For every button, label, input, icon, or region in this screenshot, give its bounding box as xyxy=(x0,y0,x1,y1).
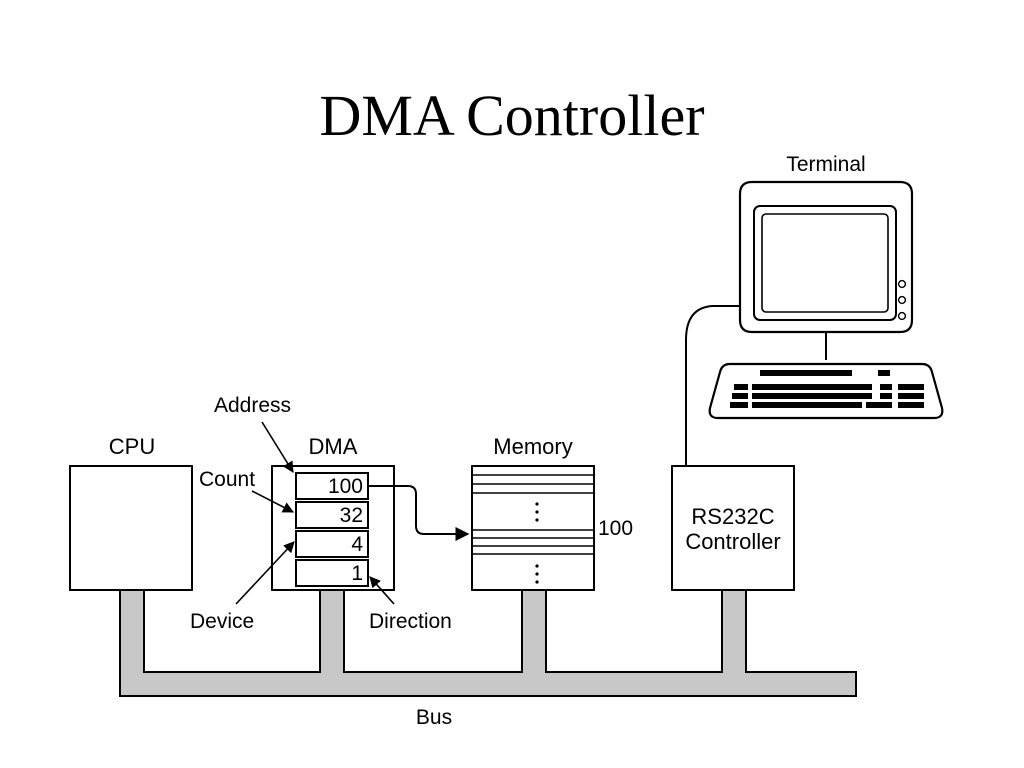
terminal-icon xyxy=(708,180,944,420)
dma-label: DMA xyxy=(309,434,358,459)
cpu-box xyxy=(69,465,193,591)
dma-register-direction xyxy=(295,559,369,587)
bus-shape xyxy=(119,589,857,697)
dma-to-memory-arrow xyxy=(369,485,470,541)
rs232c-block xyxy=(671,465,795,591)
rs232c-label-line2: Controller xyxy=(685,529,780,554)
terminal-cable xyxy=(685,305,742,466)
rs232c-box xyxy=(671,465,795,591)
device-arrow xyxy=(235,541,295,605)
bus-label: Bus xyxy=(416,706,452,729)
cpu-label: CPU xyxy=(109,434,155,459)
dma-register-address xyxy=(295,472,369,500)
memory-label: Memory xyxy=(493,434,572,459)
direction-arrow xyxy=(369,576,395,605)
dma-direction-value: 1 xyxy=(351,562,363,585)
dma-register-count xyxy=(295,501,369,529)
dma-register-device xyxy=(295,530,369,558)
dma-address-value: 100 xyxy=(328,475,363,498)
memory-box xyxy=(471,465,595,591)
count-arrow xyxy=(251,490,294,513)
cpu-block xyxy=(69,465,193,591)
bus xyxy=(119,589,857,697)
direction-annotation: Direction xyxy=(369,610,452,633)
keyboard-keys xyxy=(730,370,924,408)
memory-address-label: 100 xyxy=(598,517,633,540)
device-annotation: Device xyxy=(190,610,254,633)
terminal-label: Terminal xyxy=(786,153,865,176)
dma-device-value: 4 xyxy=(351,533,363,556)
rs232c-label-line1: RS232C xyxy=(691,504,774,529)
dma-count-value: 32 xyxy=(340,504,363,527)
address-arrow xyxy=(261,421,294,473)
slide-title: DMA Controller xyxy=(319,83,705,148)
address-annotation: Address xyxy=(214,394,291,417)
monitor-screen xyxy=(761,213,889,313)
memory-block xyxy=(471,465,595,591)
count-annotation: Count xyxy=(199,468,255,491)
